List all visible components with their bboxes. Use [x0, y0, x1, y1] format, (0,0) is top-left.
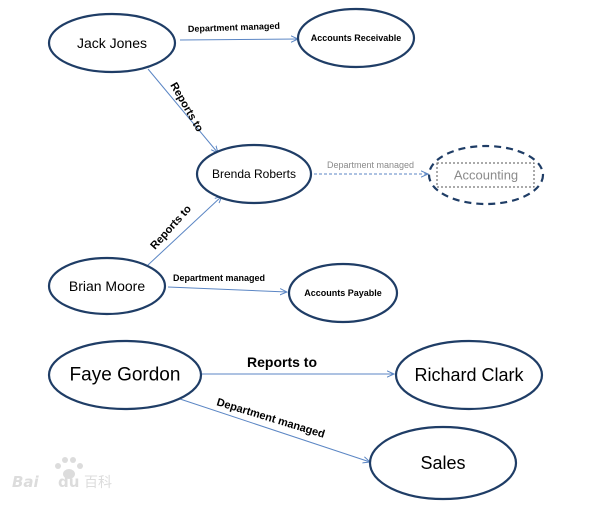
edge-label-brenda-dept: Department managed: [327, 160, 414, 170]
node-label-brian-moore: Brian Moore: [69, 278, 145, 294]
node-label-faye-gordon: Faye Gordon: [70, 365, 181, 386]
node-label-richard-clark: Richard Clark: [414, 365, 524, 385]
svg-text:百科: 百科: [84, 475, 112, 491]
node-label-sales: Sales: [420, 453, 465, 473]
edge-label-brian-dept: Department managed: [173, 273, 265, 283]
edge-label-faye-reports: Reports to: [247, 354, 317, 370]
node-jack-jones: Jack Jones: [47, 12, 177, 74]
node-faye-gordon: Faye Gordon: [47, 339, 203, 411]
edge-label-jack-dept: Department managed: [188, 21, 280, 34]
svg-text:Bai: Bai: [12, 473, 40, 491]
svg-text:du: du: [58, 473, 79, 491]
node-richard-clark: Richard Clark: [394, 339, 544, 411]
node-sales: Sales: [368, 425, 518, 501]
node-accounting: Accounting: [427, 144, 545, 206]
edge-brian-to-accounts-payable: [167, 286, 287, 292]
node-label-jack-jones: Jack Jones: [77, 35, 147, 51]
node-accounts-receivable: Accounts Receivable: [296, 7, 416, 69]
node-label-brenda-roberts: Brenda Roberts: [212, 167, 296, 181]
node-brian-moore: Brian Moore: [47, 256, 167, 316]
node-accounts-payable: Accounts Payable: [287, 262, 399, 324]
edge-label-jack-reports: Reports to: [167, 81, 205, 135]
node-label-accounting: Accounting: [454, 168, 518, 183]
edge-jack-to-accounts-receivable: [179, 39, 298, 40]
accounting-inner-box: [436, 162, 535, 188]
watermark-logo: Bai du 百科: [12, 457, 112, 491]
node-label-accounts-receivable: Accounts Receivable: [311, 33, 402, 43]
edge-jack-to-brenda: [147, 68, 218, 153]
edge-label-faye-dept: Department managed: [215, 396, 326, 440]
node-label-accounts-payable: Accounts Payable: [304, 288, 382, 298]
edge-faye-to-sales: [179, 398, 370, 462]
node-brenda-roberts: Brenda Roberts: [195, 143, 313, 205]
edge-brian-to-brenda: [147, 196, 222, 266]
edge-label-brian-reports: Reports to: [148, 203, 194, 252]
